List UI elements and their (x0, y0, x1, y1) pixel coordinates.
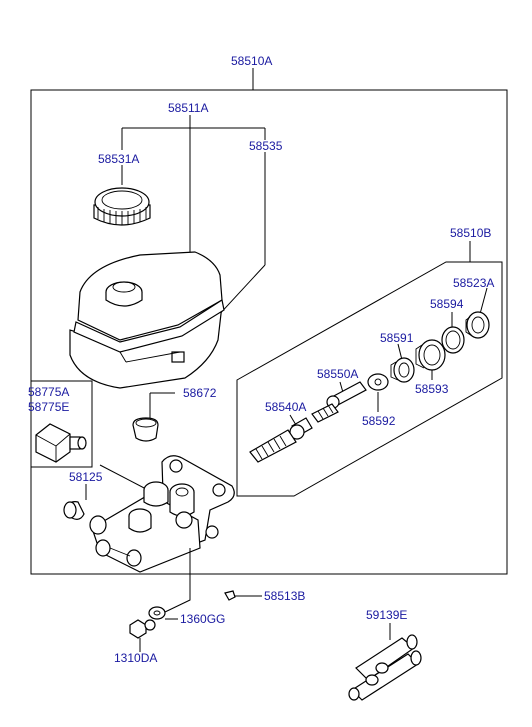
reservoir-cap[interactable] (93, 187, 151, 226)
label-piston-a[interactable]: 58550A (317, 367, 358, 381)
label-main-assy[interactable]: 58510A (231, 54, 272, 68)
label-clip[interactable]: 58513B (264, 589, 305, 603)
label-seal-b[interactable]: 58125 (69, 470, 103, 484)
ring-58594[interactable] (441, 312, 465, 354)
seal-58523A[interactable] (465, 287, 490, 339)
label-bolt[interactable]: 1310DA (114, 651, 157, 665)
label-repair-kit[interactable]: 58510B (450, 226, 491, 240)
label-reservoir-assy[interactable]: 58511A (168, 101, 208, 115)
label-cup-a[interactable]: 58591 (380, 331, 414, 345)
piston-58540A[interactable] (249, 414, 313, 463)
repair-kit-frame (236, 241, 503, 497)
seal-58125[interactable] (63, 484, 87, 520)
cup-58593[interactable] (415, 339, 446, 380)
label-grommet[interactable]: 58672 (183, 386, 217, 400)
main-assembly-frame (30, 89, 508, 575)
label-piston-b[interactable]: 58540A (265, 400, 306, 414)
clip-58513B[interactable] (224, 590, 262, 601)
piston-58550A[interactable] (311, 381, 367, 423)
label-sensor[interactable]: 58535 (249, 139, 283, 153)
label-washer[interactable]: 58592 (362, 414, 396, 428)
valve-58775[interactable] (35, 423, 87, 463)
label-ring-a[interactable]: 58594 (430, 297, 464, 311)
label-seal-a[interactable]: 58523A (453, 276, 494, 290)
label-cap[interactable]: 58531A (98, 152, 139, 166)
pin-kit-59139E[interactable] (348, 623, 422, 701)
label-nut[interactable]: 1360GG (180, 612, 225, 626)
label-valve-a[interactable]: 58775A (28, 385, 69, 399)
nut-1360GG[interactable] (148, 606, 178, 620)
label-cup-b[interactable]: 58593 (415, 382, 449, 396)
label-valve-b[interactable]: 58775E (28, 400, 69, 414)
reservoir-tank[interactable] (69, 251, 225, 389)
grommet[interactable] (132, 392, 175, 442)
cup-58591[interactable] (390, 343, 415, 383)
valve-frame (31, 380, 93, 468)
bolt-1310DA[interactable] (129, 619, 156, 652)
master-cylinder-body[interactable] (89, 455, 235, 573)
label-pin-kit[interactable]: 59139E (366, 608, 407, 622)
washer-58592[interactable] (367, 373, 389, 412)
